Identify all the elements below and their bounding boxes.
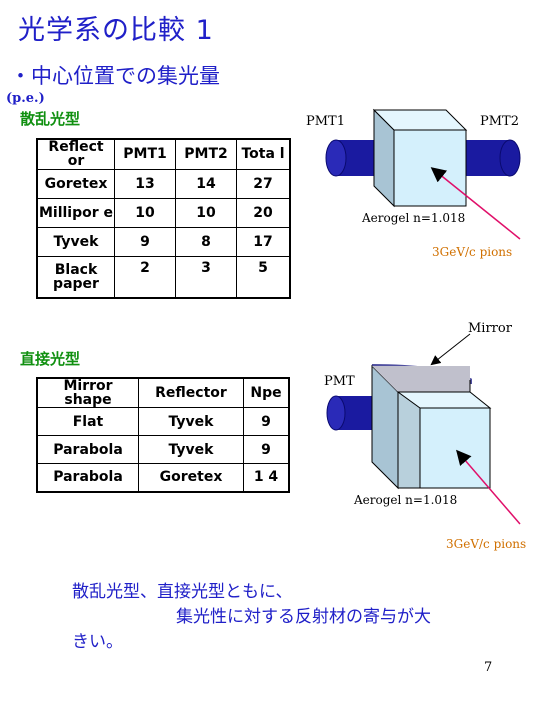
table-cell: Black paper bbox=[36, 255, 115, 299]
table-cell: 8 bbox=[175, 226, 237, 257]
summary-line: 集光性に対する反射材の寄与が大 bbox=[176, 607, 431, 627]
table-row: Tyvek 9 8 17 bbox=[36, 226, 291, 257]
header-cell: PMT1 bbox=[114, 138, 176, 170]
table-row: Parabola Goretex 1 4 bbox=[36, 463, 290, 492]
beam-label: 3GeV/c pions bbox=[432, 245, 512, 259]
table-cell: 17 bbox=[236, 226, 291, 257]
table-cell: 9 bbox=[114, 226, 176, 257]
aerogel-label: Aerogel n=1.018 bbox=[353, 493, 457, 507]
table-header-row: Reflect or PMT1 PMT2 Tota l bbox=[36, 138, 291, 170]
table-cell: 13 bbox=[114, 168, 176, 199]
scatter-heading: 散乱光型 bbox=[20, 110, 81, 128]
table-cell: Millipor e bbox=[36, 197, 115, 228]
header-cell: Reflector bbox=[138, 377, 244, 408]
pmt2-label: PMT2 bbox=[480, 114, 519, 129]
summary-line: きい。 bbox=[72, 632, 123, 652]
header-cell: Npe bbox=[243, 377, 290, 408]
aerogel-label: Aerogel n=1.018 bbox=[361, 211, 465, 225]
table-row: Flat Tyvek 9 bbox=[36, 407, 290, 436]
pmt1-label: PMT1 bbox=[306, 114, 345, 129]
beam-label: 3GeV/c pions bbox=[446, 537, 526, 551]
scatter-table: Reflect or PMT1 PMT2 Tota l Goretex 13 1… bbox=[36, 138, 291, 299]
table-cell: 9 bbox=[243, 435, 290, 464]
direct-table: Mirror shape Reflector Npe Flat Tyvek 9 … bbox=[36, 377, 290, 493]
unit-label: (p.e.) bbox=[6, 91, 45, 106]
table-cell: 27 bbox=[236, 168, 291, 199]
table-cell: 14 bbox=[175, 168, 237, 199]
table-header-row: Mirror shape Reflector Npe bbox=[36, 377, 290, 408]
table-cell: 20 bbox=[236, 197, 291, 228]
aerogel-cube-icon bbox=[371, 364, 492, 490]
beam-arrow-icon bbox=[456, 449, 521, 525]
table-row: Goretex 13 14 27 bbox=[36, 168, 291, 199]
table-cell: 10 bbox=[114, 197, 176, 228]
table-cell: Parabola bbox=[36, 463, 139, 492]
header-cell: Tota l bbox=[236, 138, 291, 170]
page-number: 7 bbox=[484, 660, 493, 675]
slide-title: 光学系の比較 1 bbox=[18, 15, 214, 46]
summary-line: 散乱光型、直接光型ともに、 bbox=[72, 582, 293, 602]
table-cell: 5 bbox=[236, 255, 291, 299]
table-cell: Goretex bbox=[138, 463, 244, 492]
mirror-pointer-icon bbox=[430, 333, 471, 366]
mirror-label: Mirror bbox=[468, 321, 513, 336]
table-row: Millipor e 10 10 20 bbox=[36, 197, 291, 228]
table-cell: Parabola bbox=[36, 435, 139, 464]
direct-setup-diagram: Mirror PMT Aerogel n=1.018 3GeV/c pions bbox=[324, 321, 526, 551]
table-row: Black paper 2 3 5 bbox=[36, 255, 291, 299]
header-cell: Reflect or bbox=[36, 138, 115, 170]
scatter-setup-diagram: PMT1 PMT2 Aerogel n=1.018 3GeV/c pions bbox=[306, 108, 521, 259]
table-cell: 1 4 bbox=[243, 463, 290, 492]
summary-text: 散乱光型、直接光型ともに、 集光性に対する反射材の寄与が大 きい。 bbox=[72, 580, 492, 655]
beam-arrow-icon bbox=[430, 167, 521, 240]
pmt2-icon bbox=[460, 139, 521, 177]
table-cell: 10 bbox=[175, 197, 237, 228]
table-cell: 3 bbox=[175, 255, 237, 299]
table-cell: Goretex bbox=[36, 168, 115, 199]
table-row: Parabola Tyvek 9 bbox=[36, 435, 290, 464]
table-cell: Tyvek bbox=[138, 435, 244, 464]
table-cell: Tyvek bbox=[36, 226, 115, 257]
table-cell: Flat bbox=[36, 407, 139, 436]
table-cell: 9 bbox=[243, 407, 290, 436]
pmt-label: PMT bbox=[324, 374, 355, 389]
slide-subtitle: ・中心位置での集光量 bbox=[10, 64, 220, 88]
aerogel-cube-icon bbox=[372, 108, 468, 208]
header-cell: PMT2 bbox=[175, 138, 237, 170]
direct-heading: 直接光型 bbox=[20, 350, 81, 368]
table-cell: 2 bbox=[114, 255, 176, 299]
table-cell: Tyvek bbox=[138, 407, 244, 436]
header-cell: Mirror shape bbox=[36, 377, 139, 408]
